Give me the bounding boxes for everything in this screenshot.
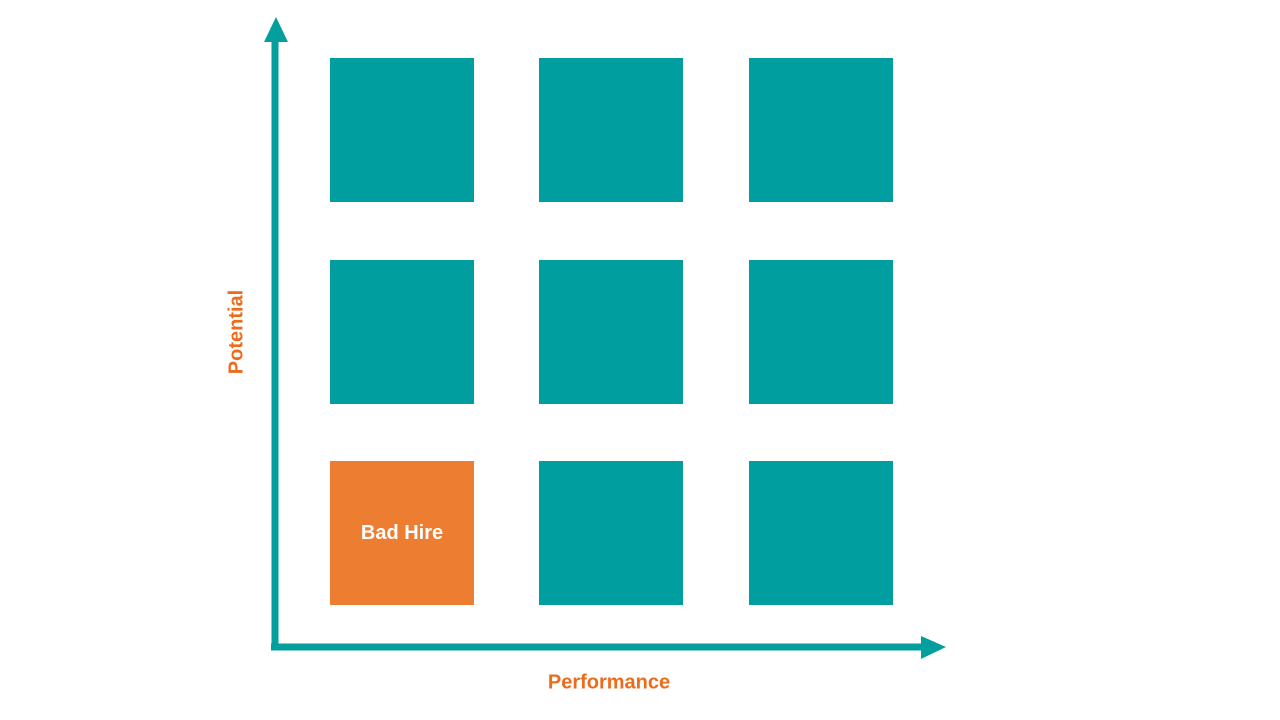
grid-box (539, 58, 683, 202)
grid-box (330, 58, 474, 202)
grid-box (749, 58, 893, 202)
box-label: Bad Hire (360, 521, 444, 544)
box-bad-hire: Bad Hire (330, 461, 474, 605)
grid-box (539, 461, 683, 605)
grid-box (330, 260, 474, 404)
x-axis-label: Performance (547, 671, 671, 694)
x-axis-arrowhead (921, 636, 946, 659)
grid-box (539, 260, 683, 404)
y-axis-arrowhead (264, 17, 288, 42)
grid-box (749, 260, 893, 404)
grid-box (749, 461, 893, 605)
y-axis-label: Potential (225, 289, 248, 375)
